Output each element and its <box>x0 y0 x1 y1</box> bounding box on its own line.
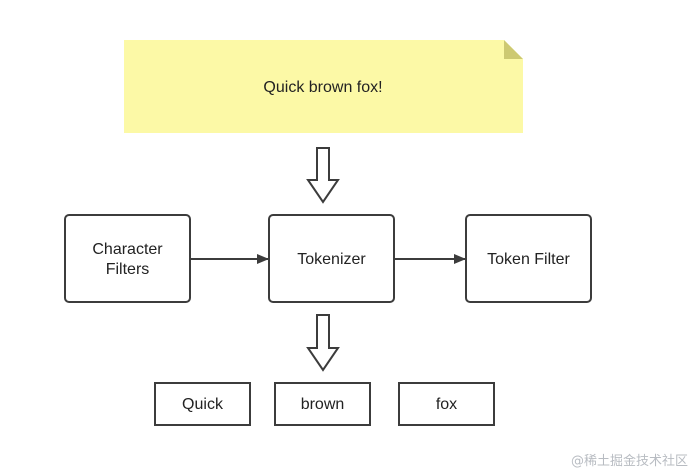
note-fold-corner <box>504 40 523 59</box>
character-filters-box: Character Filters <box>64 214 191 303</box>
token-box-fox: fox <box>398 382 495 426</box>
token-filter-label: Token Filter <box>487 251 570 268</box>
token-label: brown <box>301 396 345 413</box>
hollow-down-arrow-icon <box>306 147 340 204</box>
note-text: Quick brown fox! <box>263 79 382 96</box>
token-label: fox <box>436 396 457 413</box>
note-body <box>124 40 523 133</box>
character-filters-label-line1: Character <box>92 241 163 258</box>
token-box-brown: brown <box>274 382 371 426</box>
tokenizer-box: Tokenizer <box>268 214 395 303</box>
tokenizer-label: Tokenizer <box>297 251 366 268</box>
character-filters-label-line2: Filters <box>106 261 150 278</box>
token-box-quick: Quick <box>154 382 251 426</box>
input-note: Quick brown fox! <box>124 40 523 133</box>
token-label: Quick <box>182 396 224 413</box>
watermark: @稀土掘金技术社区 <box>570 454 688 469</box>
token-filter-box: Token Filter <box>465 214 592 303</box>
hollow-down-arrow-icon <box>306 314 340 372</box>
